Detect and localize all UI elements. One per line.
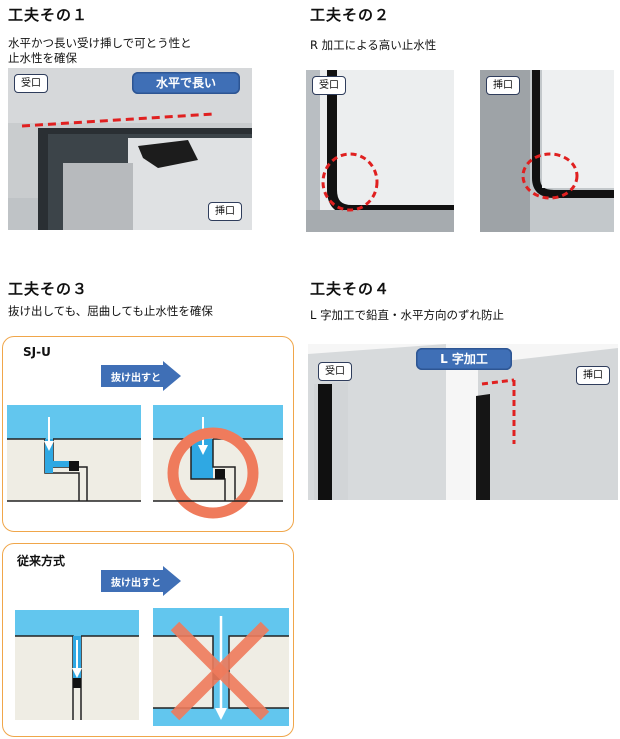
section1-callout: 水平で長い [132, 72, 240, 94]
section2-tag-spigot: 挿口 [486, 76, 520, 95]
section4-dashed-h [481, 378, 515, 386]
section2-left-illustration [306, 70, 454, 232]
section2-left-circle [321, 152, 379, 212]
panel-conventional: 従来方式 抜け出すと [2, 543, 294, 737]
section3-desc: 抜け出しても、屈曲しても止水性を確保 [8, 304, 213, 318]
conventional-before-diagram [15, 610, 139, 720]
section2-tag-receiver: 受口 [312, 76, 346, 95]
panel-conventional-arrow [101, 566, 181, 596]
section1-desc-line1: 水平かつ長い受け挿しで可とう性と [8, 36, 192, 50]
sju-after-diagram [153, 405, 283, 519]
section4-tag-receiver: 受口 [318, 362, 352, 381]
section2-desc: R 加工による高い止水性 [310, 38, 437, 52]
section1-tag-receiver: 受口 [14, 74, 48, 93]
section2-photo-left: 受口 [306, 70, 454, 232]
panel-conventional-arrow-label: 抜け出すと [111, 578, 161, 589]
section2-title: 工夫その２ [310, 6, 391, 24]
conventional-after-diagram [153, 608, 289, 726]
sju-ok-ring [167, 427, 259, 519]
section2-right-illustration [480, 70, 614, 232]
panel-sju-arrow-label: 抜け出すと [111, 373, 161, 384]
panel-sju-arrow [101, 361, 181, 391]
conventional-x-line-b [170, 621, 270, 721]
panel-sju: SJ-U 抜け出すと [2, 336, 294, 532]
section1-photo: 受口 挿口 水平で長い [8, 68, 252, 230]
section4-illustration [308, 344, 618, 500]
panel-conventional-title: 従来方式 [17, 554, 66, 568]
section4-title: 工夫その４ [310, 280, 391, 298]
section1-desc-line2: 止水性を確保 [8, 51, 77, 65]
sju-before-diagram [7, 405, 141, 502]
section4-photo: 受口 挿口 L 字加工 [308, 344, 618, 500]
section3-title: 工夫その３ [8, 280, 89, 298]
section4-desc: L 字加工で鉛直・水平方向のずれ防止 [310, 308, 505, 322]
section1-title: 工夫その１ [8, 6, 89, 24]
section2-right-circle [521, 152, 579, 200]
section4-tag-spigot: 挿口 [576, 366, 610, 385]
panel-sju-title: SJ-U [23, 345, 51, 359]
section2-photo-right: 挿口 [480, 70, 614, 232]
section1-tag-spigot: 挿口 [208, 202, 242, 221]
section4-callout: L 字加工 [416, 348, 512, 370]
section1-desc: 水平かつ長い受け挿しで可とう性と 止水性を確保 [8, 36, 192, 66]
section1-dashed-line [21, 112, 214, 128]
